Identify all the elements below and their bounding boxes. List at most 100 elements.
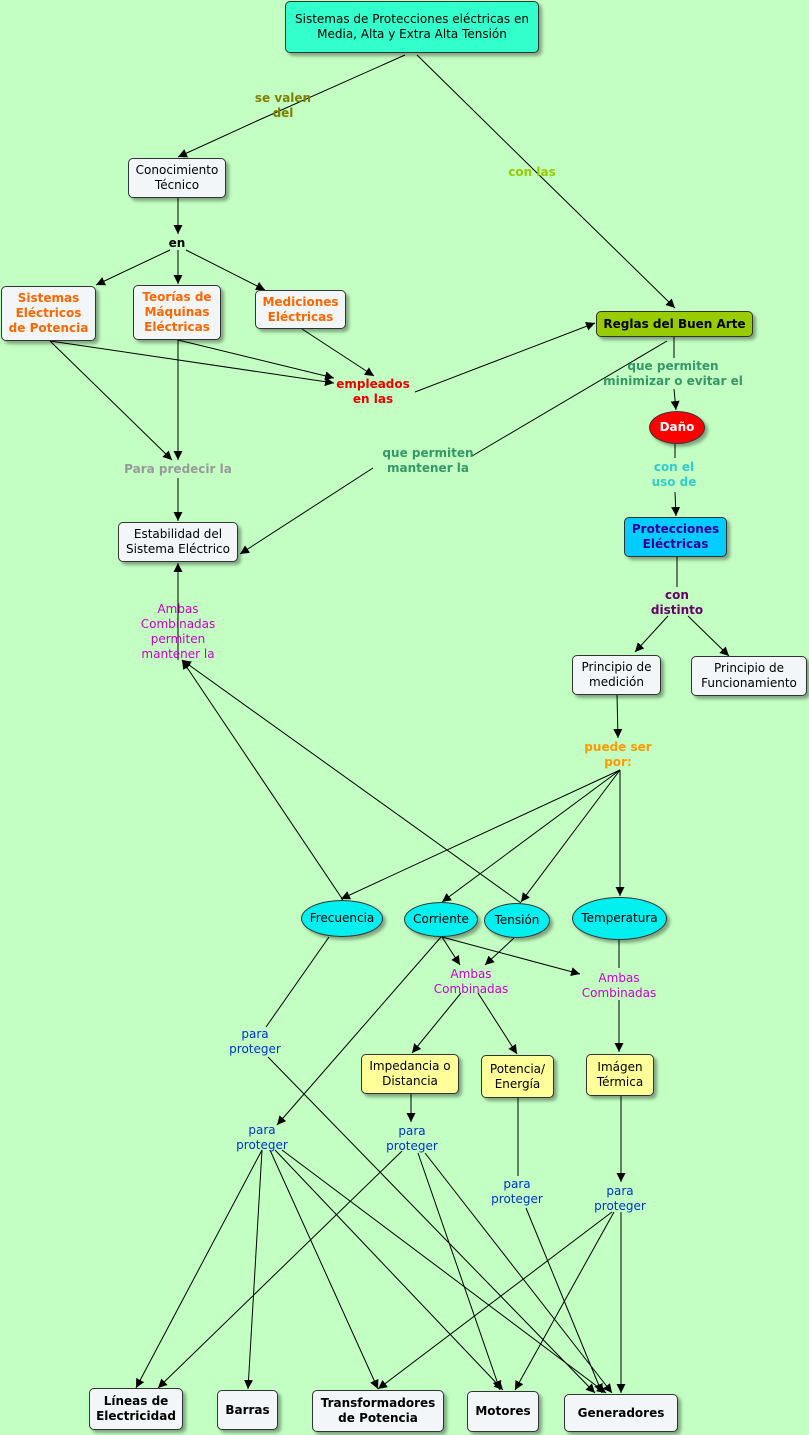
text-line: Eléctricas xyxy=(144,320,210,334)
connector-arrow xyxy=(49,340,335,387)
connector-arrow xyxy=(613,694,623,739)
connector-arrow xyxy=(520,769,621,903)
text-line: que permiten xyxy=(382,446,474,460)
text-line: Principio de xyxy=(581,660,652,674)
connector-arrow xyxy=(441,769,621,903)
connector-arrow xyxy=(281,1149,607,1394)
connector-arrow xyxy=(49,340,173,461)
text-line: Combinadas xyxy=(140,617,216,631)
connector-arrow xyxy=(244,1149,263,1390)
text-line: con el xyxy=(653,460,695,474)
label-con-las: con las xyxy=(508,165,555,180)
text-line: distinto xyxy=(650,603,704,617)
text-line: en xyxy=(168,236,186,250)
text-line: de Potencia xyxy=(338,1411,418,1425)
connector-arrow xyxy=(177,339,335,381)
text-line: Combinadas xyxy=(581,986,657,1000)
connector-arrow xyxy=(424,1152,613,1394)
connector-arrow xyxy=(269,1149,379,1390)
text-line: Ambas xyxy=(450,967,492,981)
text-line: Distancia xyxy=(382,1074,438,1088)
text-line: uso de xyxy=(651,475,697,489)
text-line: proteger xyxy=(236,1138,288,1152)
text-line: proteger xyxy=(386,1139,438,1153)
connector-arrow xyxy=(340,769,621,900)
text-line: Generadores xyxy=(577,1405,665,1420)
text-line: Daño xyxy=(659,420,695,434)
text-line: Combinadas xyxy=(433,982,509,996)
connector-arrow xyxy=(239,467,374,555)
text-line: Transformadores xyxy=(320,1396,436,1410)
node-generadores[interactable]: Generadores xyxy=(564,1394,678,1432)
node-potencia-energia[interactable]: Potencia/Energía xyxy=(481,1055,554,1098)
text-line: con xyxy=(665,588,689,602)
connector-arrow xyxy=(671,491,681,517)
connector-line xyxy=(265,936,330,1028)
text-line: Protecciones xyxy=(631,522,720,536)
connector-arrow xyxy=(484,937,515,966)
text-line: Eléctricos xyxy=(15,306,82,320)
node-motores[interactable]: Motores xyxy=(467,1391,539,1432)
connector-arrow xyxy=(525,1207,603,1394)
node-temperatura[interactable]: Temperatura xyxy=(572,897,667,940)
node-reglas-buen-arte[interactable]: Reglas del Buen Arte xyxy=(596,311,753,337)
text-line: mantener la xyxy=(141,647,215,661)
text-line: permiten xyxy=(150,632,206,646)
text-line: mantener la xyxy=(386,461,470,475)
connector-arrow xyxy=(670,388,680,411)
text-line: Estabilidad del xyxy=(133,527,223,541)
connector-arrow xyxy=(441,936,461,966)
node-dano[interactable]: Daño xyxy=(649,411,705,444)
node-barras[interactable]: Barras xyxy=(217,1390,278,1430)
node-tension[interactable]: Tensión xyxy=(484,903,550,938)
text-line: Para predecir la xyxy=(124,462,232,476)
text-line: proteger xyxy=(491,1192,543,1206)
text-line: se valen xyxy=(254,91,312,105)
text-line: con las xyxy=(508,165,556,179)
connector-arrow xyxy=(177,119,260,158)
label-para-predecir: Para predecir la xyxy=(124,462,232,477)
text-line: Eléctricas xyxy=(642,537,709,551)
text-line: minimizar o evitar el xyxy=(603,374,743,388)
text-line: puede ser xyxy=(584,740,652,754)
text-line: Principio de xyxy=(714,661,784,675)
connector-arrow xyxy=(477,992,518,1055)
connector-arrow xyxy=(301,328,375,377)
connector-arrow xyxy=(377,1211,613,1390)
text-line: por: xyxy=(604,755,632,769)
connector-arrow xyxy=(531,167,676,309)
node-corriente[interactable]: Corriente xyxy=(404,902,478,937)
text-line: Ambas xyxy=(157,602,199,616)
text-line: Funcionamiento xyxy=(701,676,797,690)
text-line: medición xyxy=(589,675,644,689)
connector-arrow xyxy=(276,936,442,1126)
text-line: proteger xyxy=(594,1199,646,1213)
connector-line xyxy=(471,340,668,457)
text-line: Teorías de xyxy=(142,290,212,304)
node-frecuencia[interactable]: Frecuencia xyxy=(301,900,383,937)
text-line: Electricidad xyxy=(96,1409,176,1423)
text-line: empleados xyxy=(336,377,410,391)
connector-arrow xyxy=(411,992,462,1054)
text-line: Corriente xyxy=(413,912,469,926)
